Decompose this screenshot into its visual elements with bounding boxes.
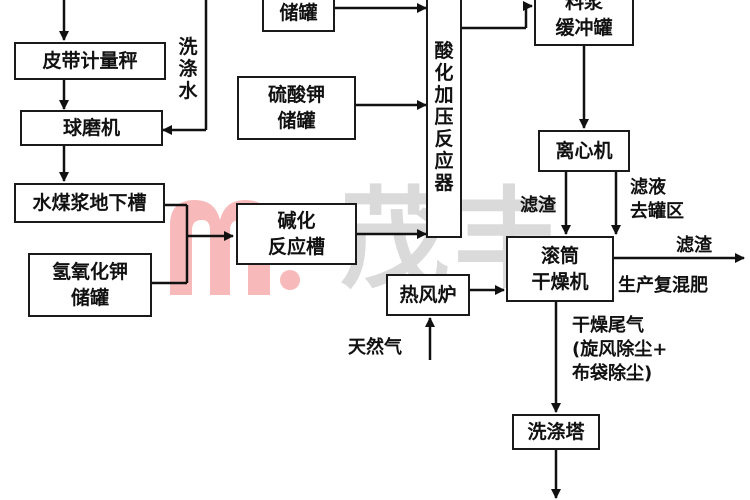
acid-reactor-box: 酸化加压反应器 xyxy=(426,0,462,238)
belt-scale-box: 皮带计量秤 xyxy=(14,42,166,80)
ball-mill-box: 球磨机 xyxy=(20,110,163,146)
filter-residue-label: 滤渣 xyxy=(520,195,556,216)
top-storage-box: 储罐 xyxy=(262,0,335,32)
washing-tower-box: 洗涤塔 xyxy=(512,414,600,450)
rotary-dryer-box: 滚筒 干燥机 xyxy=(506,236,614,302)
k2so4-tank-box: 硫酸钾 储罐 xyxy=(237,76,356,140)
hot-air-furnace-box: 热风炉 xyxy=(386,274,470,316)
filtrate-label: 滤液 去罐区 xyxy=(630,177,684,222)
slurry-tank-box: 水煤浆地下槽 xyxy=(14,183,165,223)
centrifuge-box: 离心机 xyxy=(538,130,630,172)
wash-water-label: 洗涤水 xyxy=(178,36,198,102)
buffer-tank-box: 料浆 缓冲罐 xyxy=(534,0,634,46)
compound-fertilizer-label: 生产复混肥 xyxy=(618,275,708,296)
alkali-reactor-box: 碱化 反应槽 xyxy=(236,203,357,265)
dryer-exhaust-label: 干燥尾气 (旋风除尘+ 布袋除尘) xyxy=(572,315,668,384)
filter-residue-right-label: 滤渣 xyxy=(676,235,712,256)
natural-gas-label: 天然气 xyxy=(348,337,402,358)
koh-tank-box: 氢氧化钾 储罐 xyxy=(28,253,152,317)
acid-reactor-label: 酸化加压反应器 xyxy=(434,40,454,194)
